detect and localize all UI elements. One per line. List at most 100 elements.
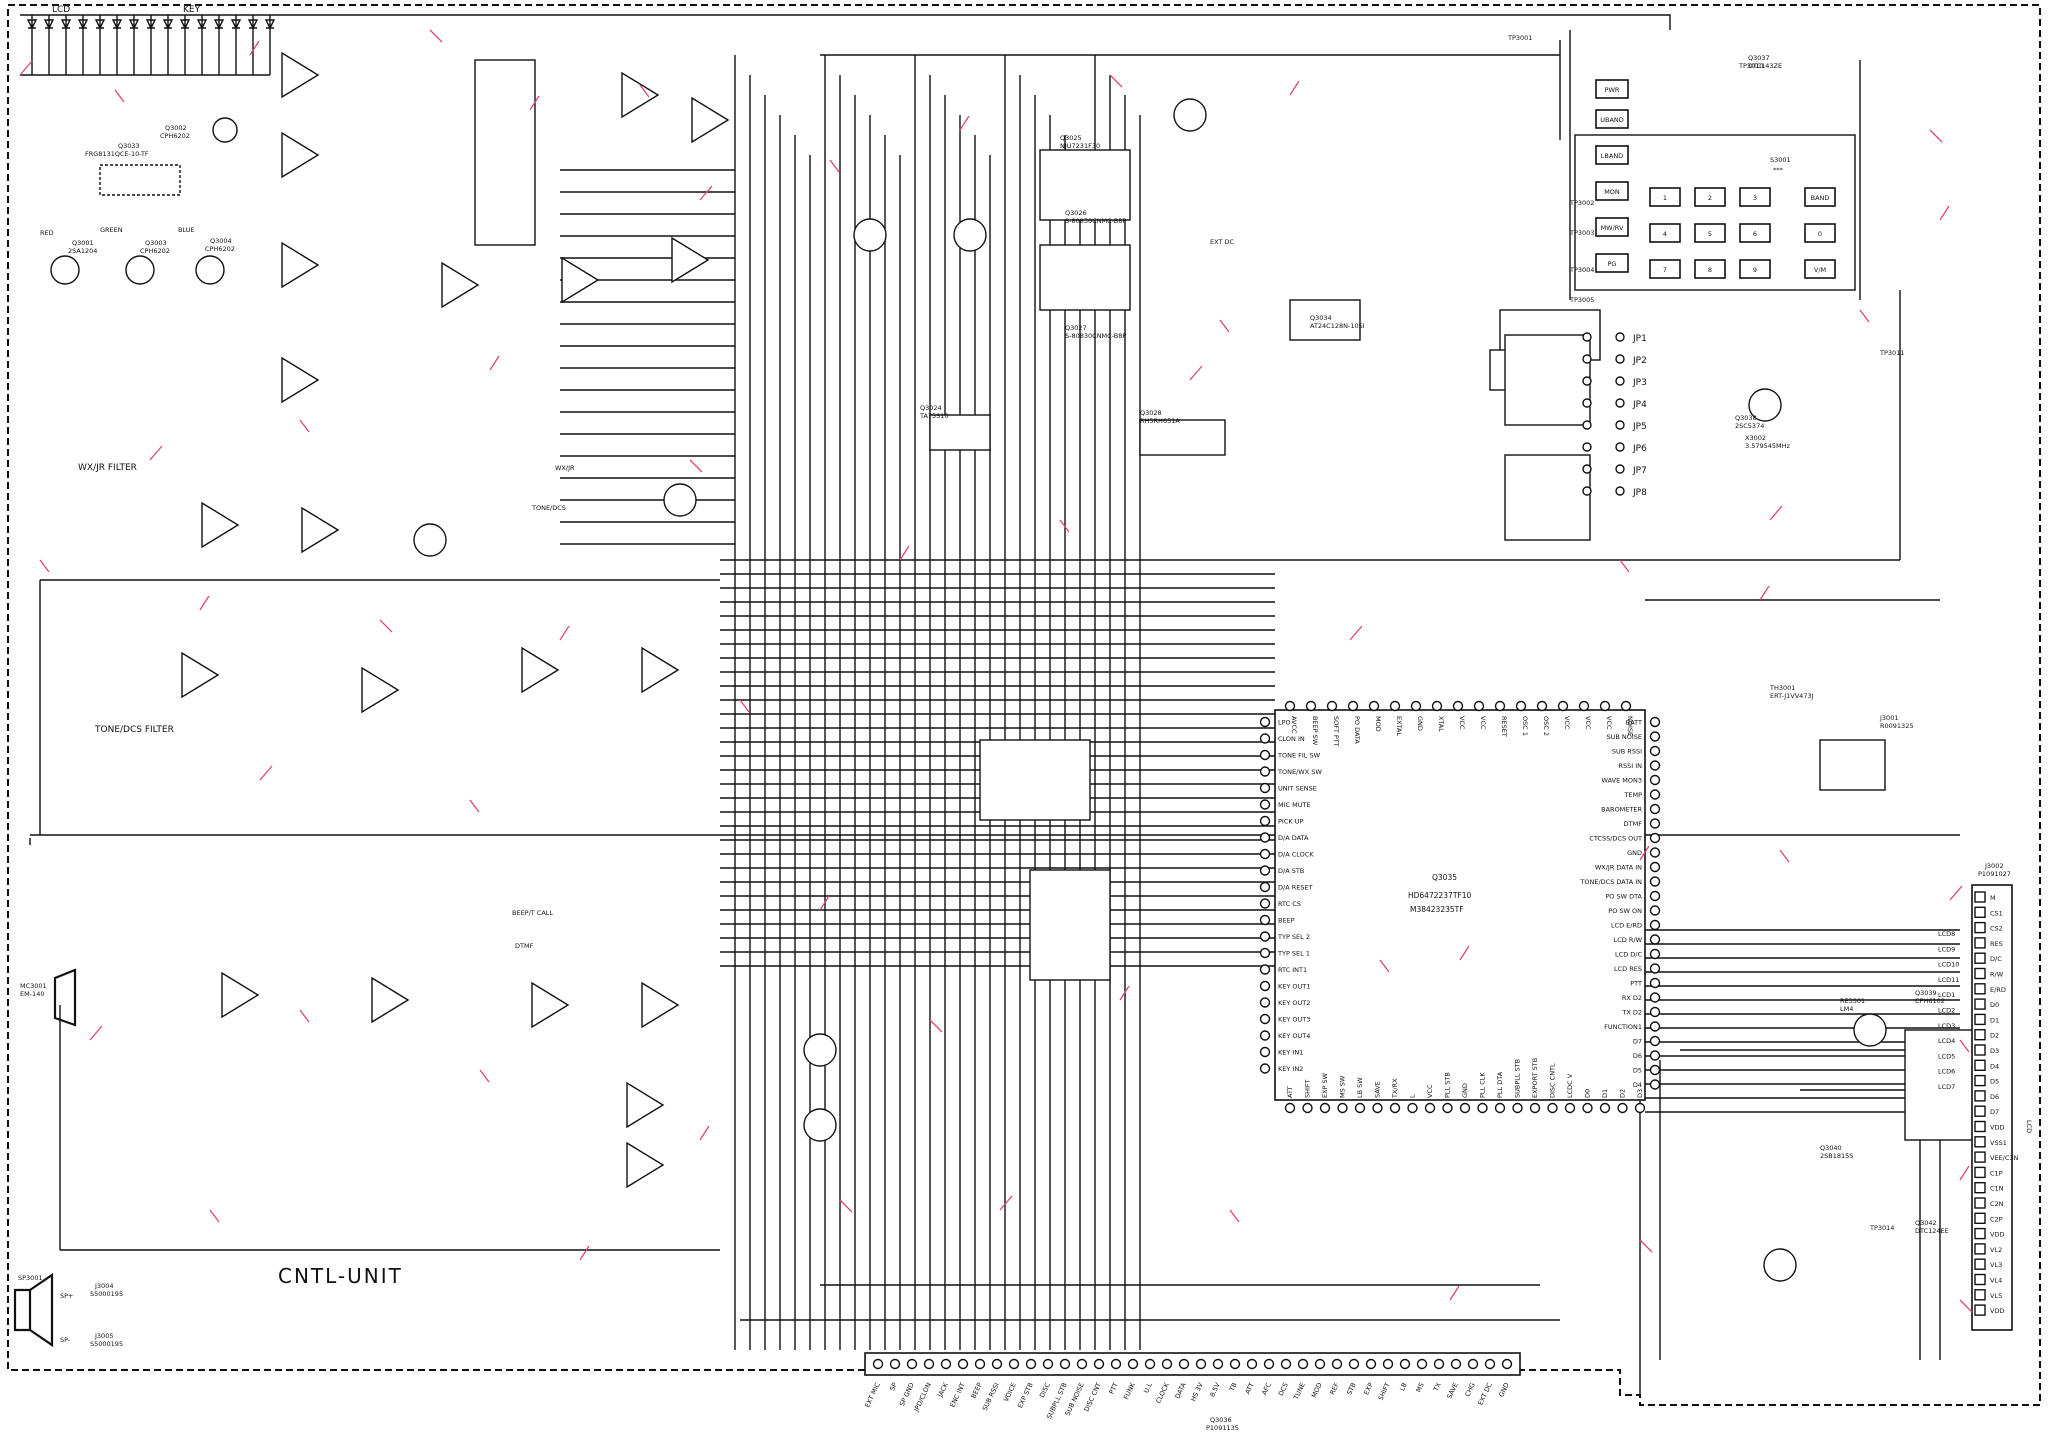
mcu-pin [1259, 1030, 1271, 1041]
part-number: DTC143ZE [1748, 62, 1782, 70]
lcd-line-label: LCD11 [1938, 976, 1959, 984]
mcu-pin [1259, 766, 1271, 777]
opamp-group [181, 51, 1986, 1282]
opamp-icon [441, 261, 480, 309]
mcu-pin [1649, 760, 1661, 771]
bottom-pin-label: JACK [936, 1381, 950, 1399]
svg-text:SP+: SP+ [60, 1292, 74, 1300]
connector-pin [1042, 1358, 1054, 1370]
part-number: 2SC5374 [1735, 422, 1764, 430]
jumper-pin [1582, 464, 1592, 474]
mcu-pin [1634, 1102, 1646, 1114]
mcu-left-pin-label: RTC CS [1278, 900, 1301, 908]
opamp-icon [281, 51, 320, 99]
opamp-icon [221, 971, 260, 1019]
mcu-right-pin-label: LCD E/RD [1611, 922, 1642, 930]
bottom-pin-label: CHG [1463, 1381, 1476, 1397]
connector-pin [1974, 983, 1986, 995]
mcu-pin [1620, 700, 1632, 712]
ic-box [929, 414, 991, 451]
mcu-left-pin-label: KEY IN2 [1278, 1065, 1303, 1073]
mcu-left-pin-label: RTC INT1 [1278, 966, 1307, 974]
key-label: 4 [1663, 230, 1667, 238]
schematic-text: BEEP/T CALL [512, 909, 553, 917]
opamp-icon [641, 646, 680, 694]
svg-text:P1091027: P1091027 [1978, 870, 2011, 878]
key-box [1649, 223, 1681, 243]
mcu-pin [1259, 964, 1271, 975]
transistor-icon [853, 218, 887, 252]
lcd-line-label: LCD2 [1938, 1007, 1955, 1015]
svg-text:CPH6202: CPH6202 [140, 247, 170, 255]
part-number: TA75S10 [919, 412, 949, 420]
mcu-pin [1649, 948, 1661, 960]
bottom-pin-label: 8.5V [1208, 1381, 1222, 1398]
connector-pin [1450, 1358, 1462, 1370]
connector-pin [1974, 937, 1986, 949]
key-box [1649, 259, 1681, 279]
part-ref: RE3301 [1840, 997, 1865, 1005]
jumper-pin [1615, 464, 1625, 474]
lcd-pin-label: VL2 [1990, 1246, 2002, 1254]
wx-jr-filter-label: WX/JR FILTER [78, 463, 137, 473]
lcd-pin-label: VDD [1990, 1124, 2004, 1132]
mcu-right-pin-label: PTT [1630, 980, 1642, 988]
mcu-left-pin-label: TONE/WX SW [1277, 768, 1322, 776]
connector-pin [1974, 1151, 1986, 1163]
rgb-driver-block: RED GREEN BLUE Q3001 2SA1204 Q3003 CPH62… [40, 117, 238, 285]
mcu-pin [1649, 861, 1661, 873]
mcu-pin [1582, 1102, 1593, 1114]
opamp-icon [201, 501, 240, 549]
bottom-pin-label: EXP [1362, 1381, 1375, 1396]
lcd-pin-label: D3 [1990, 1047, 1999, 1055]
connector-pin [991, 1358, 1003, 1370]
annotation-ticks [19, 29, 1973, 1313]
mcu-pin [1515, 700, 1527, 712]
mcu-pin [1259, 733, 1271, 744]
mcu-right-pin-label: SUB RSSI [1612, 748, 1642, 756]
mcu-pin [1302, 1102, 1313, 1114]
mcu-top-pin-label: GND [1416, 716, 1424, 731]
mcu-pin [1259, 848, 1271, 860]
lcd-line-group: LCD8LCD9LCD10LCD11LCD1LCD2LCD3LCD4LCD5LC… [1938, 930, 1959, 1091]
svg-text:J3002: J3002 [1984, 862, 2003, 870]
ic-box [1504, 454, 1591, 541]
svg-text:Q3002: Q3002 [165, 124, 187, 132]
connector-pin [1467, 1358, 1479, 1370]
bottom-pin-label: SAVE [1445, 1381, 1459, 1400]
connector-pin [1263, 1358, 1275, 1370]
mcu-bottom-pin-label: D1 [1601, 1089, 1609, 1098]
mcu-left-pin-label: UNIT SENSE [1278, 785, 1317, 793]
connector-pin [1974, 1090, 1986, 1102]
wiring-bus [29, 14, 1960, 1395]
schematic-text: DTMF [515, 942, 534, 950]
mcu-bottom-pin-label: SUBPLL STB [1514, 1059, 1522, 1098]
mcu-top-pin-label: VCC [1479, 716, 1487, 730]
mcu-pin [1649, 803, 1661, 815]
mcu-pin [1431, 700, 1443, 712]
mcu-left-pin-label: D/A RESET [1278, 884, 1313, 892]
mcu-left-pin-label: D/A CLOCK [1278, 851, 1314, 859]
mcu-pin [1536, 700, 1548, 712]
connector-pin [1059, 1358, 1071, 1370]
bottom-pin-label: PTT [1108, 1381, 1120, 1395]
mcu-pin [1649, 963, 1661, 974]
connector-pin [906, 1358, 918, 1370]
mcu-pin [1649, 774, 1661, 786]
mcu-pin [1337, 1102, 1348, 1114]
svg-text:LCD: LCD [2025, 1120, 2033, 1133]
connector-pin [1433, 1358, 1445, 1370]
mcu-bottom-pin-label: MS SW [1339, 1075, 1347, 1098]
transistor-icon [663, 483, 697, 517]
opamp-icon [561, 256, 600, 304]
connector-pin [1974, 1136, 1986, 1148]
part-ref: X3002 [1745, 434, 1766, 442]
opamp-icon [281, 241, 320, 289]
mcu-pin [1389, 1102, 1401, 1114]
key-label: BAND [1811, 194, 1830, 202]
mcu-right-pin-label: D6 [1633, 1052, 1642, 1060]
bottom-pin-label: DCS [1277, 1381, 1290, 1397]
opamp-icon [181, 651, 220, 699]
opamp-icon [301, 506, 340, 554]
